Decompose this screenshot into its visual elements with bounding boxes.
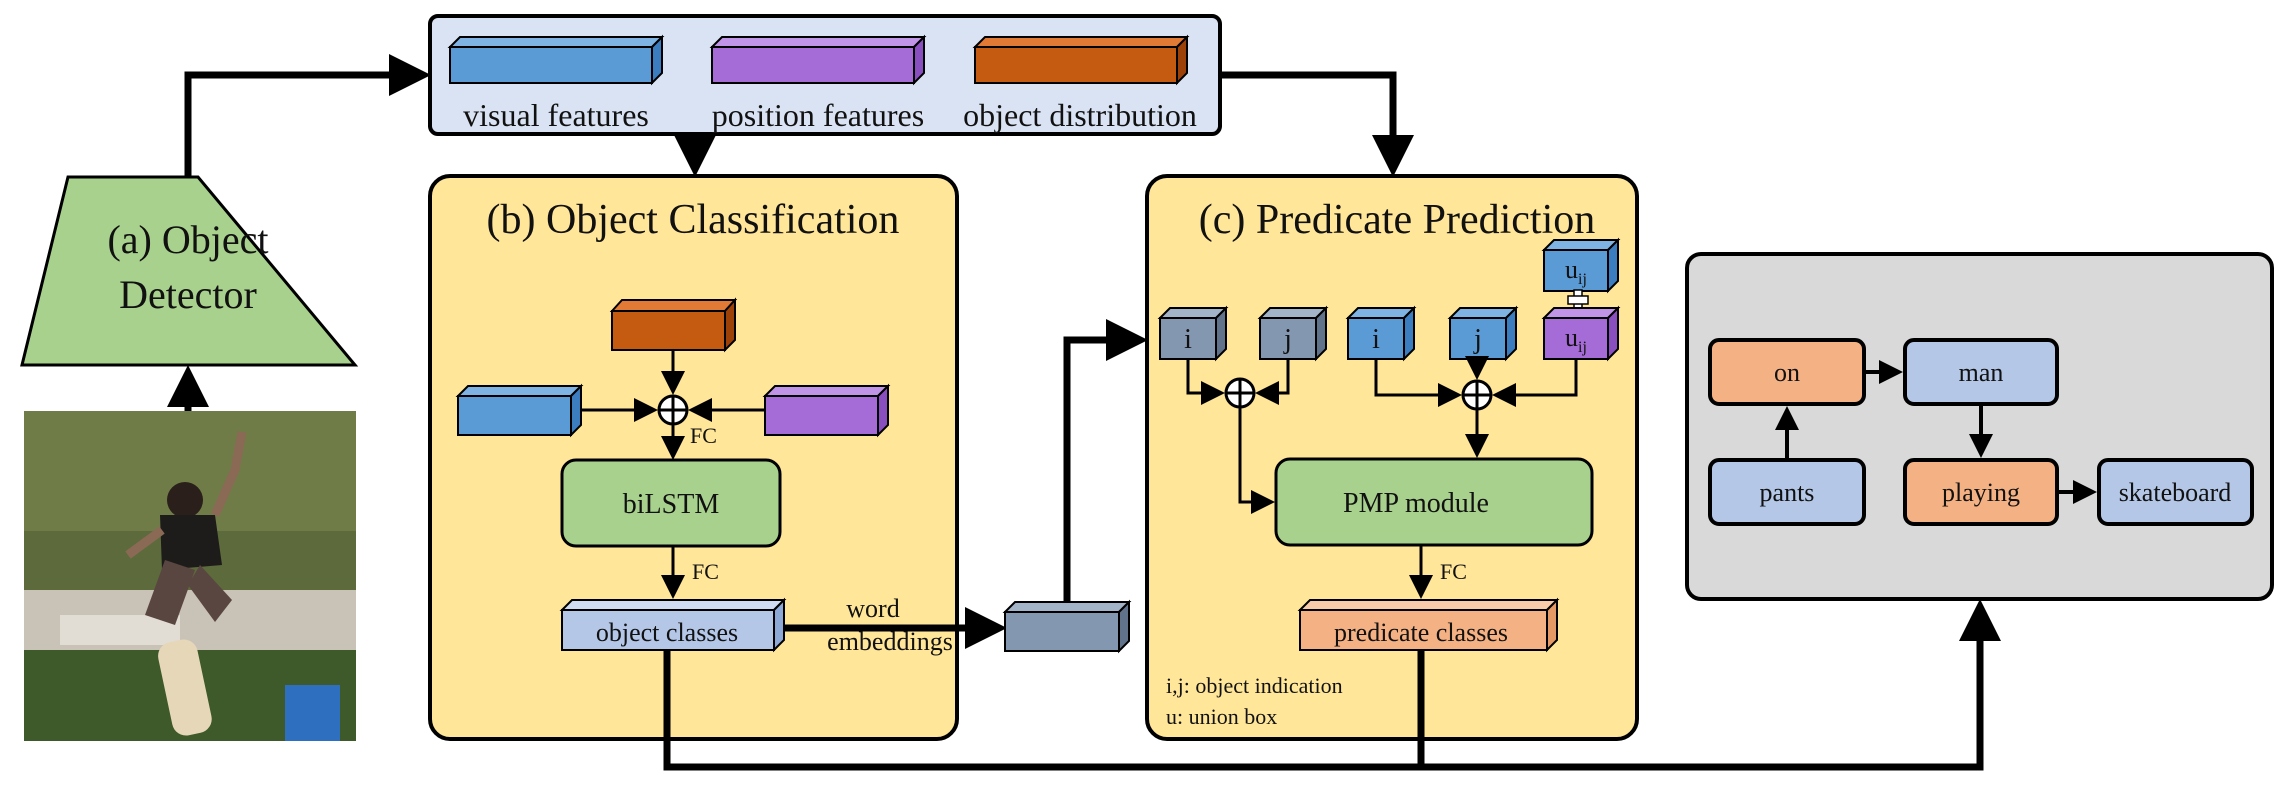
object-distribution-label: object distribution bbox=[963, 97, 1197, 133]
predicate-prediction-title: (c) Predicate Prediction bbox=[1199, 197, 1596, 243]
visual-input-block bbox=[455, 383, 584, 438]
node-i-label-1: i bbox=[1184, 324, 1192, 355]
object-classes-label: object classes bbox=[596, 618, 738, 647]
pmp-module-box bbox=[1274, 457, 1594, 547]
union-node-bottom: uij bbox=[1541, 305, 1621, 362]
input-image bbox=[24, 411, 356, 741]
union-node-top: uij bbox=[1541, 237, 1621, 294]
word-embeddings-line1: word bbox=[846, 594, 899, 623]
node-skateboard-label: skateboard bbox=[2119, 478, 2232, 507]
predicate-classes-block bbox=[1297, 597, 1560, 653]
svg-text:uij: uij bbox=[1565, 255, 1587, 288]
object-distribution-block bbox=[972, 34, 1190, 86]
position-features-block bbox=[709, 34, 927, 86]
visual-features-label: visual features bbox=[463, 97, 649, 133]
object-node-j-gray: j bbox=[1257, 305, 1329, 362]
node-j-label-1: j bbox=[1283, 324, 1292, 355]
u-bottom-label: u bbox=[1565, 323, 1578, 352]
visual-features-block bbox=[447, 34, 665, 86]
legend-line2: u: union box bbox=[1166, 704, 1277, 729]
node-pants-label: pants bbox=[1760, 478, 1815, 507]
embedding-block bbox=[1002, 599, 1132, 654]
arrow-detector-to-features bbox=[184, 54, 431, 177]
position-features-label: position features bbox=[712, 97, 924, 133]
u-top-subscript: ij bbox=[1578, 271, 1587, 288]
detector-label-line1: (a) Object bbox=[107, 217, 268, 262]
scene-graph-panel: on man pants playing skateboard bbox=[1685, 252, 2274, 601]
feature-bar: visual features position features object… bbox=[428, 14, 1222, 136]
pmp-module-label: PMP module bbox=[1343, 488, 1489, 519]
u-top-label: u bbox=[1565, 255, 1578, 284]
object-classification-panel: (b) Object Classification FC bbox=[428, 174, 959, 741]
u-bottom-subscript: ij bbox=[1578, 339, 1587, 356]
node-man-label: man bbox=[1959, 358, 2004, 387]
position-input-block bbox=[762, 383, 891, 438]
object-node-j-blue: j bbox=[1447, 305, 1519, 362]
node-j-label-2: j bbox=[1473, 324, 1482, 355]
concat-circle-icon bbox=[657, 394, 689, 426]
object-classes-block bbox=[559, 597, 787, 653]
arrow-object-classes-to-graph bbox=[663, 599, 2001, 771]
fc-label-3: FC bbox=[1440, 559, 1467, 584]
distribution-input-block bbox=[609, 297, 738, 353]
arrow-features-to-prediction bbox=[1220, 71, 1414, 177]
predicate-classes-label: predicate classes bbox=[1334, 618, 1508, 647]
sum-circle-left-icon bbox=[1224, 377, 1256, 409]
legend-line1: i,j: object indication bbox=[1166, 673, 1343, 698]
object-classification-title: (b) Object Classification bbox=[487, 197, 900, 243]
svg-text:uij: uij bbox=[1565, 323, 1587, 356]
object-node-i-blue: i bbox=[1345, 305, 1417, 362]
fc-label-2: FC bbox=[692, 559, 719, 584]
bilstm-box bbox=[560, 458, 782, 548]
object-node-i-gray: i bbox=[1157, 305, 1229, 362]
sum-circle-right-icon bbox=[1461, 379, 1493, 411]
predicate-prediction-panel: (c) Predicate Prediction i j i j bbox=[1145, 174, 1639, 741]
word-embeddings-line2: embeddings bbox=[827, 627, 953, 656]
bilstm-label: biLSTM bbox=[623, 489, 720, 520]
arrow-embedding-to-prediction bbox=[1063, 319, 1148, 602]
node-playing-label: playing bbox=[1942, 478, 2020, 507]
node-skateboard bbox=[2097, 458, 2254, 526]
node-on-label: on bbox=[1774, 358, 1800, 387]
detector-label-line2: Detector bbox=[119, 272, 257, 317]
node-i-label-2: i bbox=[1372, 324, 1380, 355]
fc-label-1: FC bbox=[690, 423, 717, 448]
object-detector: (a) Object Detector bbox=[20, 175, 359, 367]
